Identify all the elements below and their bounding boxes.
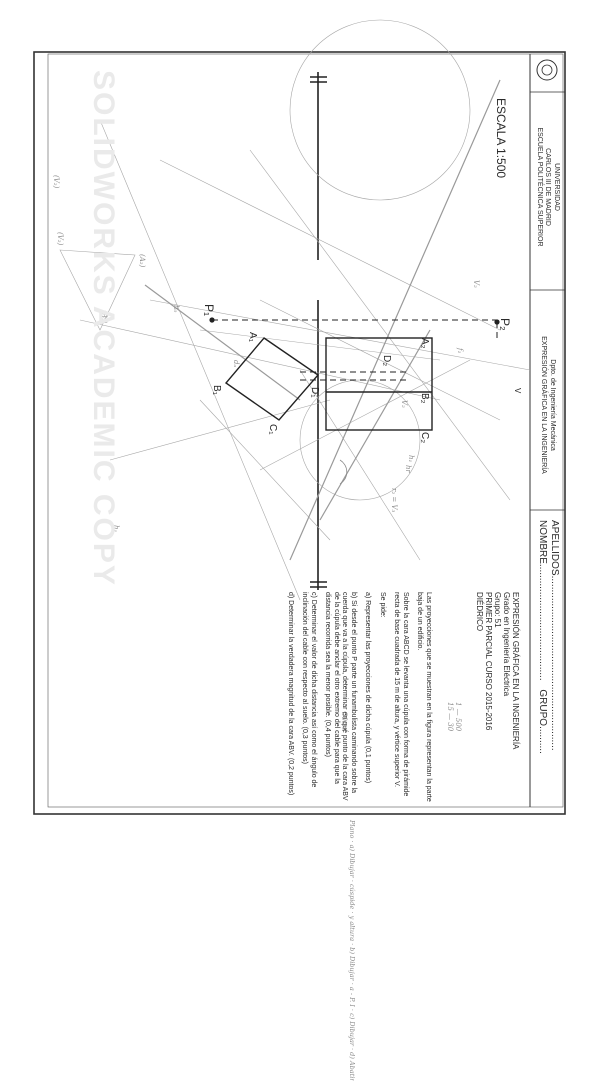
apellidos-label: APELLIDOS	[549, 520, 560, 576]
statement-ask: Se pide:	[379, 592, 386, 618]
point-p2	[494, 319, 500, 325]
nombre-field[interactable]: NOMBRE..................................…	[537, 520, 548, 754]
label-b1: B₁	[211, 385, 222, 396]
university-line: ESCUELA POLITÉCNICA SUPERIOR	[536, 127, 543, 247]
elevation-projection	[325, 337, 433, 431]
label-p2: P₂	[498, 318, 512, 331]
university-line: CARLOS III DE MADRID	[544, 148, 552, 226]
hand-label: V₂	[472, 280, 480, 288]
apellidos-field[interactable]: APELLIDOS...............................…	[549, 520, 560, 751]
point-p1	[209, 317, 215, 323]
hand-label: hr	[404, 465, 412, 473]
title-line: PRIMER PARCIAL CURSO 2015-2016	[484, 592, 493, 731]
outer-frame	[33, 51, 566, 815]
hand-label: (V₂)	[56, 232, 64, 246]
watermark: SOLIDWORKS ACADEMIC COPY	[87, 70, 120, 587]
hand-label: (A₂)	[138, 254, 146, 268]
hand-label: r₂ = V₃	[390, 488, 398, 513]
hand-label: V₂	[400, 400, 408, 408]
department-block: Dpto. de Ingeniería Mecánica EXPRESIÓN G…	[539, 330, 557, 480]
title-line: EXPRESIÓN GRÁFICA EN LA INGENIERÍA	[511, 592, 520, 750]
nombre-label: NOMBRE	[537, 520, 548, 564]
inner-frame	[47, 53, 564, 808]
title-line: Grado en Ingeniería Eléctrica	[502, 592, 511, 697]
statement-detail: Sobre la cara ABCD se levanta una cúpula…	[393, 592, 410, 797]
question-d: d) Determinar la verdadera magnitud de l…	[287, 592, 294, 796]
university-logo	[536, 59, 558, 81]
title-line: Grupo: 51	[493, 592, 502, 628]
hand-label: h₀	[172, 305, 180, 313]
question-a: a) Representar las proyecciones de dicha…	[364, 592, 372, 784]
hand-label: dₐ	[232, 360, 240, 368]
university-line: UNIVERSIDAD	[553, 163, 560, 211]
label-p1: P₁	[202, 304, 216, 317]
hand-label: f₁	[456, 348, 464, 354]
label-d2: D₂	[381, 355, 392, 367]
scale-label: ESCALA 1:500	[494, 98, 508, 179]
university-block: UNIVERSIDAD CARLOS III DE MADRID ESCUELA…	[535, 112, 560, 262]
scale-note: 1 — 500 15 — 30	[446, 702, 462, 732]
hand-label: (V₂)	[52, 175, 60, 189]
question-c: c) Determinar el valor de dicha distanci…	[301, 592, 318, 788]
problem-statement: Las proyecciones que se muestran en la f…	[280, 592, 433, 802]
question-b: b) Si desde el punto P parte un funambul…	[324, 592, 358, 801]
statement-intro: Las proyecciones que se muestran en la f…	[416, 592, 433, 802]
construction-lines	[59, 19, 531, 601]
margin-notes: Plano · a) Dibujar · cúspide · y altura …	[348, 820, 356, 1081]
hand-label: h₁	[407, 455, 415, 463]
projection-lines	[212, 319, 498, 381]
title-block: EXPRESIÓN GRÁFICA EN LA INGENIERÍA Grado…	[475, 592, 520, 749]
grupo-label: GRUPO	[537, 689, 548, 727]
label-a2: A₂	[419, 338, 430, 349]
label-d1: D₁	[309, 387, 320, 398]
department-line: EXPRESIÓN GRÁFICA EN LA INGENIERÍA	[540, 336, 548, 474]
label-b2: B₂	[419, 393, 430, 404]
label-v: V	[513, 388, 522, 394]
plan-projection	[224, 337, 320, 421]
label-a1: A₁	[247, 332, 258, 343]
drawing-canvas	[33, 19, 566, 815]
title-line: DIÉDRICO	[475, 592, 484, 632]
exam-sheet: P₂ P₁ A₂ B₂ C₂ D₂ A₁ B₁ C₁ D₁ V (V₂) (V₂…	[33, 19, 566, 1081]
label-c2: C₂	[419, 432, 430, 444]
department-line: Dpto. de Ingeniería Mecánica	[549, 359, 556, 451]
label-c1: C₁	[267, 424, 278, 435]
